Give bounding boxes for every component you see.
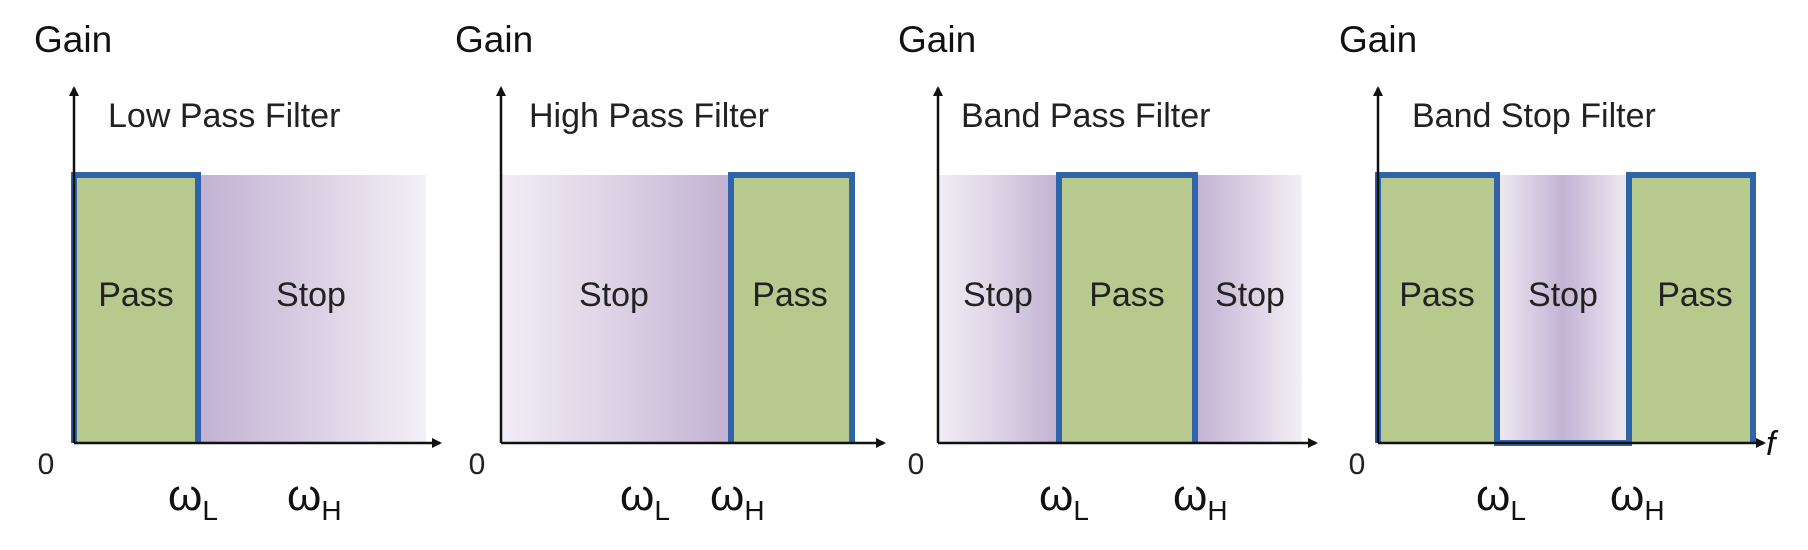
pass-band-region <box>74 175 198 443</box>
band-label-pass-left: Pass <box>1399 276 1475 314</box>
band-label-stop: Stop <box>276 276 346 314</box>
y-axis-label: Gain <box>455 19 533 60</box>
band-label-stop: Stop <box>1528 276 1598 314</box>
origin-label: 0 <box>469 448 486 481</box>
band-label-stop: Stop <box>579 276 649 314</box>
band-label-pass-right: Pass <box>1657 276 1733 314</box>
filter-title: Low Pass Filter <box>108 97 340 135</box>
stop-band-region <box>1497 175 1629 443</box>
x-axis-label: f <box>1766 425 1779 463</box>
stop-band-region <box>501 175 731 443</box>
cutoff-low-label: ωL <box>1476 471 1526 526</box>
filter-title: High Pass Filter <box>529 97 769 135</box>
cutoff-high-label: ωH <box>287 471 342 526</box>
band-label-pass: Pass <box>1089 276 1165 314</box>
panel-low-pass: Gain Low Pass Filter Pass Stop 0 ωL ωH <box>34 19 442 526</box>
response-curve <box>728 172 855 443</box>
panel-band-pass: Gain Band Pass Filter Stop Pass Stop 0 ω… <box>898 19 1318 526</box>
cutoff-low-label: ωL <box>168 471 218 526</box>
stop-band-region <box>198 175 426 443</box>
band-label-stop-left: Stop <box>963 276 1033 314</box>
y-axis-label: Gain <box>898 19 976 60</box>
band-label-pass: Pass <box>752 276 828 314</box>
filter-title: Band Stop Filter <box>1412 97 1656 135</box>
stop-band-region-right <box>1195 175 1302 443</box>
pass-band-region <box>731 175 852 443</box>
pass-band-region-left <box>1378 175 1497 443</box>
origin-label: 0 <box>908 448 925 481</box>
pass-band-region <box>1059 175 1195 443</box>
cutoff-high-label: ωH <box>710 471 765 526</box>
cutoff-high-label: ωH <box>1173 471 1228 526</box>
band-label-stop-right: Stop <box>1215 276 1285 314</box>
cutoff-high-label: ωH <box>1610 471 1665 526</box>
band-label-pass: Pass <box>98 276 174 314</box>
origin-label: 0 <box>1349 448 1366 481</box>
y-axis-label: Gain <box>34 19 112 60</box>
cutoff-low-label: ωL <box>620 471 670 526</box>
origin-label: 0 <box>38 448 55 481</box>
stop-band-region-left <box>938 175 1059 443</box>
panel-high-pass: Gain High Pass Filter Stop Pass 0 ωL ωH <box>455 19 886 526</box>
pass-band-region-right <box>1629 175 1753 443</box>
filter-title: Band Pass Filter <box>961 97 1210 135</box>
panel-band-stop: Gain f Band Stop Filter Pass Stop Pass 0… <box>1339 19 1779 526</box>
response-curve <box>1056 172 1198 443</box>
cutoff-low-label: ωL <box>1039 471 1089 526</box>
y-axis-label: Gain <box>1339 19 1417 60</box>
